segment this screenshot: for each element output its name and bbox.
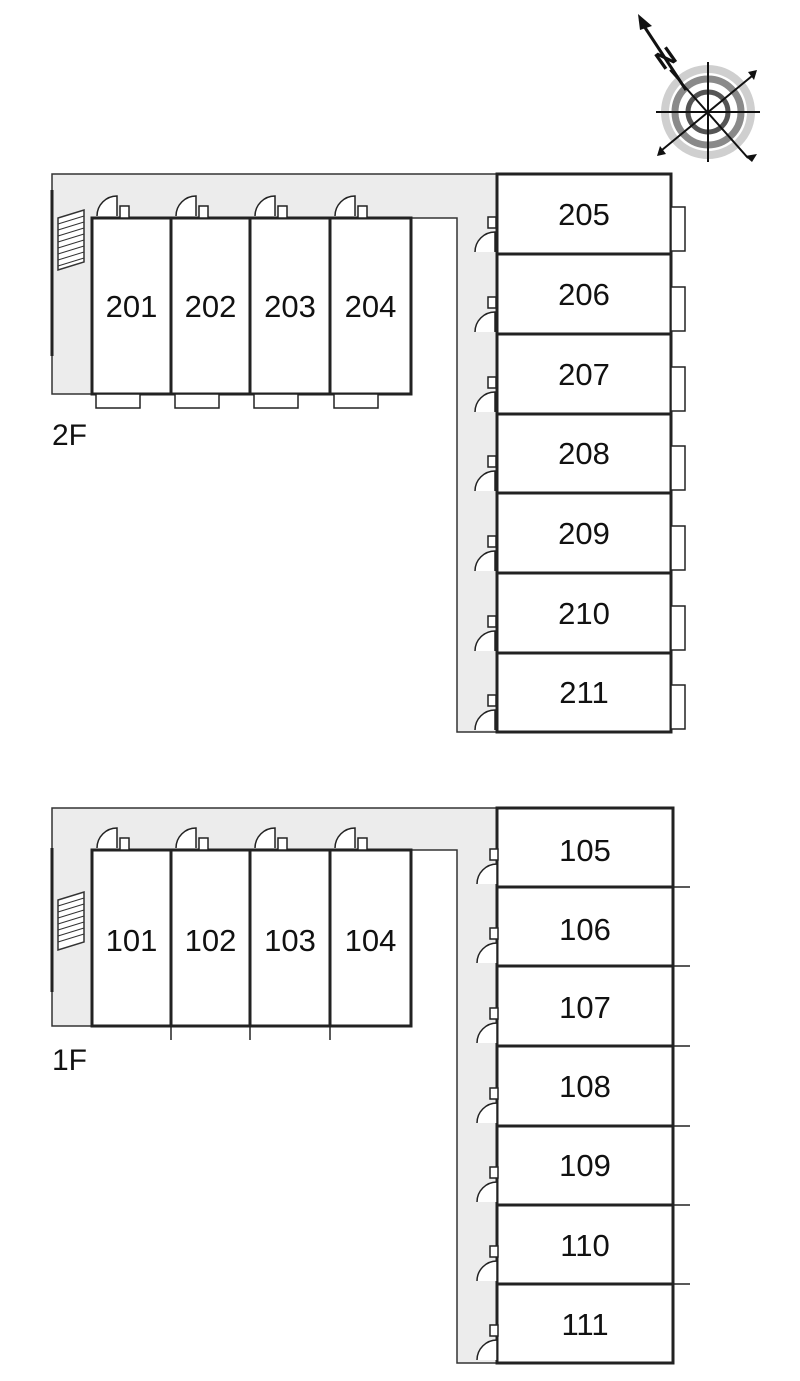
- room-label: 111: [561, 1307, 608, 1342]
- floor-label-2f: 2F: [52, 419, 87, 452]
- floor-2f: 201 202 203 20: [50, 172, 686, 734]
- room-label: 108: [559, 1069, 611, 1104]
- door-icon: [474, 296, 497, 333]
- room-101[interactable]: 101: [90, 827, 173, 1040]
- balcony: [670, 605, 686, 651]
- room-208[interactable]: 208: [474, 412, 686, 495]
- balcony: [333, 393, 379, 409]
- room-label: 101: [106, 923, 158, 958]
- floor-label-1f: 1F: [52, 1044, 87, 1077]
- balcony: [670, 206, 686, 252]
- room-209[interactable]: 209: [474, 491, 686, 575]
- room-label: 203: [264, 289, 316, 324]
- door-icon: [175, 827, 209, 851]
- door-icon: [474, 535, 497, 572]
- staircase-icon: [57, 890, 85, 952]
- balcony: [95, 393, 141, 409]
- door-icon: [334, 195, 368, 219]
- room-202[interactable]: 202: [169, 195, 252, 409]
- door-icon: [476, 927, 499, 964]
- room-label: 204: [345, 289, 397, 324]
- room-label: 206: [558, 277, 610, 312]
- room-207[interactable]: 207: [474, 332, 686, 416]
- room-107[interactable]: 107: [476, 964, 690, 1048]
- door-icon: [96, 195, 130, 219]
- door-icon: [175, 195, 209, 219]
- room-label: 209: [558, 516, 610, 551]
- room-label: 210: [558, 596, 610, 631]
- door-icon: [474, 455, 497, 492]
- door-icon: [96, 827, 130, 851]
- staircase-icon: [57, 208, 85, 272]
- north-label: N: [649, 40, 682, 75]
- room-label: 106: [559, 912, 611, 947]
- room-label: 201: [106, 289, 158, 324]
- door-icon: [474, 694, 497, 731]
- door-icon: [254, 195, 288, 219]
- room-105[interactable]: 105: [476, 806, 690, 889]
- room-label: 207: [558, 357, 610, 392]
- room-203[interactable]: 203: [248, 195, 332, 409]
- room-label: 107: [559, 990, 611, 1025]
- balcony: [670, 286, 686, 332]
- room-label: 103: [264, 923, 316, 958]
- room-111[interactable]: 111: [476, 1282, 675, 1365]
- balcony: [670, 684, 686, 730]
- room-label: 109: [559, 1148, 611, 1183]
- door-icon: [476, 1166, 499, 1203]
- room-104[interactable]: 104: [328, 827, 413, 1028]
- compass-icon: N: [638, 14, 760, 162]
- room-102[interactable]: 102: [169, 827, 252, 1040]
- balcony: [670, 445, 686, 491]
- room-210[interactable]: 210: [474, 571, 686, 655]
- room-label: 104: [345, 923, 397, 958]
- door-icon: [476, 1245, 499, 1282]
- door-icon: [476, 1087, 499, 1124]
- room-103[interactable]: 103: [248, 827, 332, 1040]
- room-106[interactable]: 106: [476, 885, 690, 968]
- floor-1f: 101 102 103 104: [50, 806, 690, 1365]
- room-label: 110: [560, 1228, 609, 1263]
- door-icon: [474, 216, 497, 253]
- room-204[interactable]: 204: [328, 195, 413, 409]
- door-icon: [476, 1007, 499, 1044]
- room-label: 208: [558, 436, 610, 471]
- room-206[interactable]: 206: [474, 252, 686, 336]
- balcony: [253, 393, 299, 409]
- door-icon: [474, 615, 497, 652]
- room-label: 202: [185, 289, 237, 324]
- room-201[interactable]: 201: [90, 195, 173, 409]
- room-108[interactable]: 108: [476, 1044, 690, 1128]
- room-109[interactable]: 109: [476, 1124, 690, 1207]
- door-icon: [476, 848, 499, 885]
- room-211[interactable]: 211: [474, 651, 686, 734]
- door-icon: [476, 1324, 499, 1361]
- room-label: 105: [559, 833, 611, 868]
- balcony: [670, 525, 686, 571]
- room-label: 205: [558, 197, 610, 232]
- room-110[interactable]: 110: [476, 1203, 690, 1286]
- room-205[interactable]: 205: [474, 172, 686, 256]
- balcony: [670, 366, 686, 412]
- room-label: 211: [559, 675, 608, 710]
- balcony: [174, 393, 220, 409]
- door-icon: [474, 376, 497, 413]
- room-label: 102: [185, 923, 237, 958]
- door-icon: [334, 827, 368, 851]
- door-icon: [254, 827, 288, 851]
